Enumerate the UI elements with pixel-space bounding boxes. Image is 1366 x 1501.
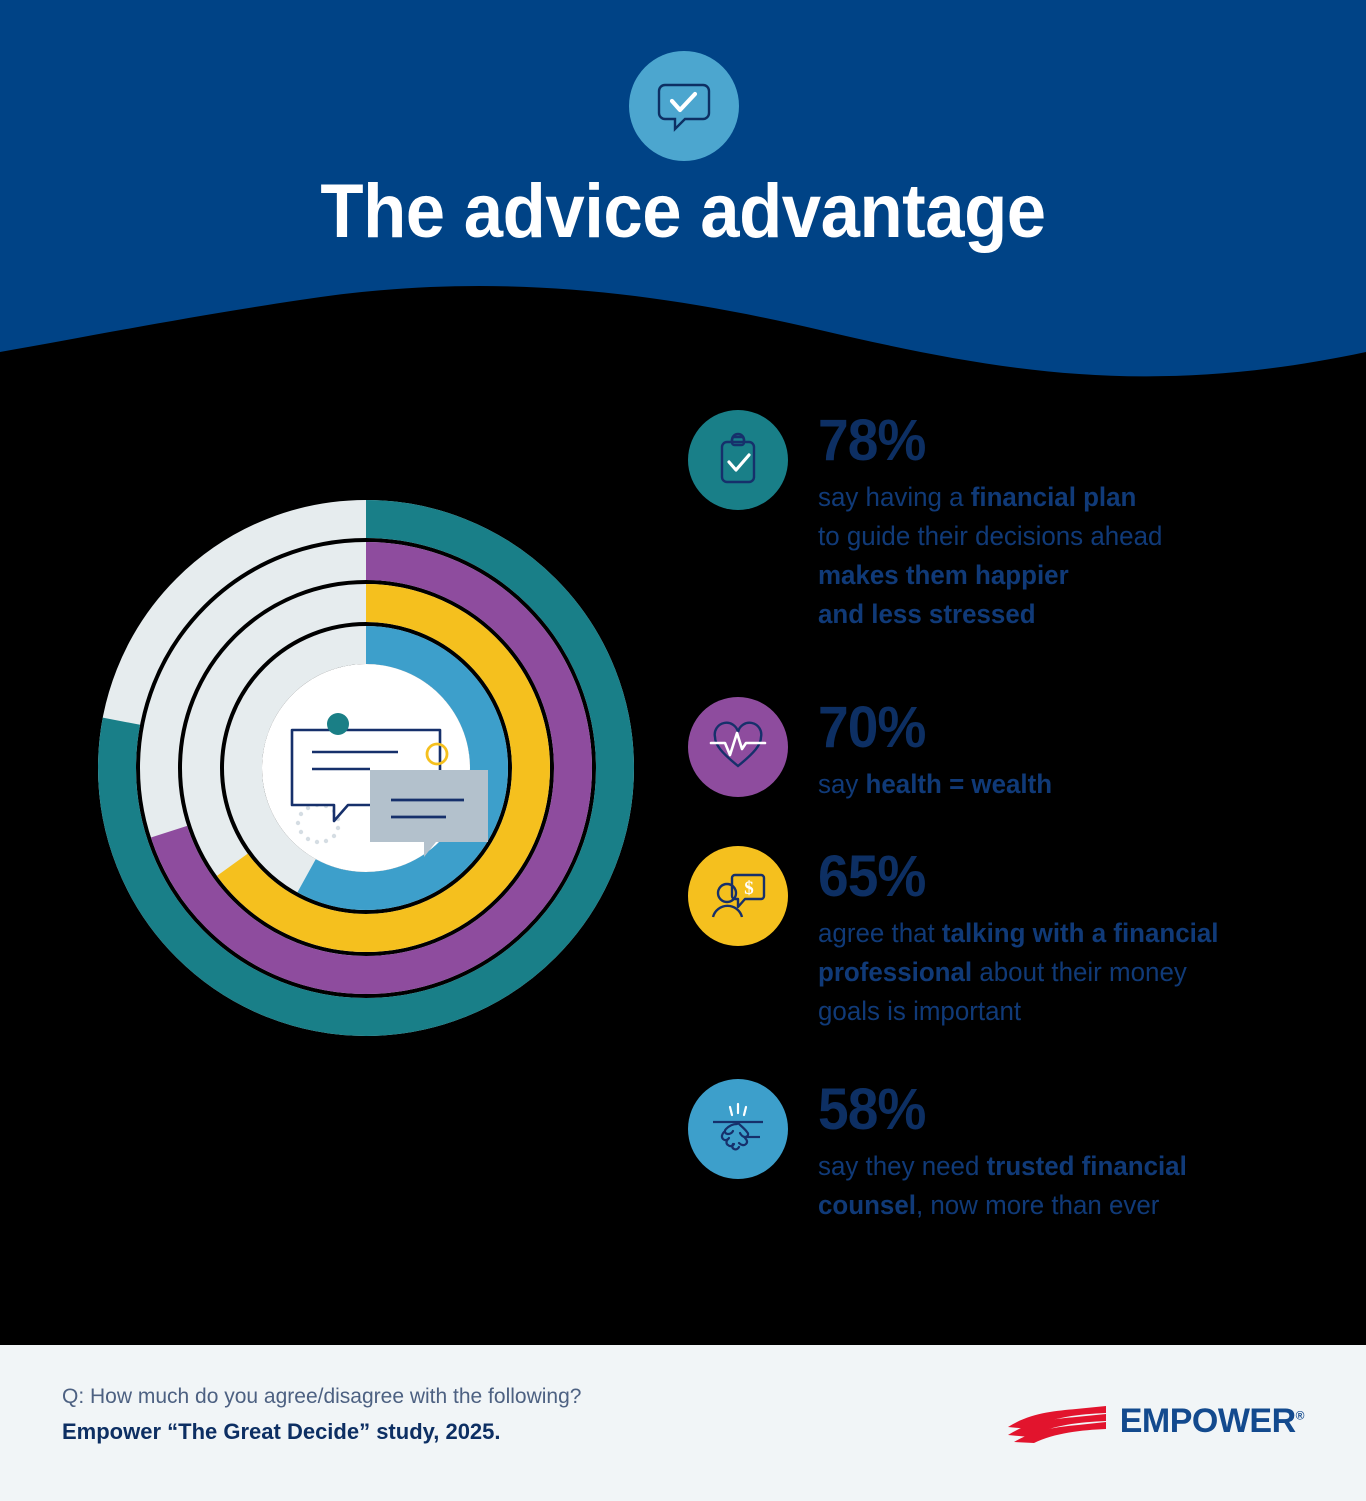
stat-line-1-plain: say having a <box>818 482 971 512</box>
ring-arc-65 <box>182 584 550 952</box>
empower-word-text: EMPOWER <box>1119 1401 1296 1440</box>
heartbeat-icon <box>688 696 788 797</box>
ring-arc-78 <box>98 500 634 1036</box>
stat-percent: 65% <box>818 843 926 909</box>
stat-row-65: $ 65% agree that talking with a financia… <box>688 845 1308 1031</box>
stat-row-58: 58% say they need trusted financial coun… <box>688 1079 1308 1225</box>
empower-logo: EMPOWER® <box>1002 1397 1305 1445</box>
stat-line-3-plain: goals is important <box>818 995 1022 1026</box>
stat-line-1-bold: health = wealth <box>865 768 1053 799</box>
stat-description: say having a financial plan to guide the… <box>818 478 1162 635</box>
empower-wordmark: EMPOWER® <box>1119 1401 1305 1441</box>
stat-line-1-bold: trusted financial <box>986 1151 1187 1182</box>
stat-line-3-bold: makes them happier <box>818 560 1069 591</box>
stat-line-1-plain: agree that <box>818 917 942 948</box>
stat-row-78: 78% say having a financial plan to guide… <box>688 410 1308 635</box>
stat-line-1-plain: say they need <box>818 1151 987 1182</box>
stat-line-2-plain: , now more than ever <box>915 1190 1160 1221</box>
svg-text:$: $ <box>744 878 754 899</box>
stat-line-4-bold: and less stressed <box>818 599 1036 630</box>
stat-text-70: 70% say health = wealth <box>818 697 1062 804</box>
stat-text-78: 78% say having a financial plan to guide… <box>818 410 1177 635</box>
page-title: The advice advantage <box>320 169 1046 254</box>
stat-percent: 70% <box>818 694 926 760</box>
page-header: The advice advantage <box>0 0 1366 380</box>
footer-question: Q: How much do you agree/disagree with t… <box>62 1385 582 1408</box>
clipboard-check-icon <box>688 410 788 510</box>
stat-text-58: 58% say they need trusted financial coun… <box>818 1079 1202 1225</box>
page-footer: Q: How much do you agree/disagree with t… <box>0 1345 1366 1501</box>
concentric-donut-chart <box>98 500 634 1036</box>
stat-row-70: 70% say health = wealth <box>688 696 1308 804</box>
empower-wave-icon <box>1007 1406 1106 1443</box>
stat-text-65: 65% agree that talking with a financial … <box>818 846 1235 1031</box>
stat-line-1-plain: say <box>818 768 866 799</box>
stat-line-1-bold: financial plan <box>970 482 1137 512</box>
ring-arc-58 <box>224 626 508 910</box>
registered-mark: ® <box>1295 1408 1305 1423</box>
stat-description: agree that talking with a financial prof… <box>818 914 1218 1031</box>
stat-percent: 78% <box>818 408 926 473</box>
stat-line-2-bold: counsel <box>818 1190 916 1221</box>
stat-percent: 58% <box>818 1077 926 1143</box>
person-money-chat-icon: $ <box>688 845 788 946</box>
stat-line-2-bold: professional <box>818 956 973 987</box>
main-content: 78% say having a financial plan to guide… <box>0 380 1366 1345</box>
footer-source: Empower “The Great Decide” study, 2025. <box>62 1419 501 1444</box>
stat-line-2-plain: to guide their decisions ahead <box>818 521 1163 552</box>
stat-description: say they need trusted financial counsel,… <box>818 1147 1187 1225</box>
speech-bubble-check-icon <box>629 51 739 161</box>
stat-line-1-bold: talking with a financial <box>941 917 1219 948</box>
speech-bubbles-illustration <box>290 713 488 857</box>
handshake-icon <box>688 1079 788 1180</box>
stat-description: say health = wealth <box>818 765 1052 804</box>
stats-list: 78% say having a financial plan to guide… <box>688 410 1308 1225</box>
stat-line-2-plain: about their money <box>972 956 1187 987</box>
ring-arc-70 <box>140 542 592 994</box>
header-wave-shape <box>0 0 1366 377</box>
